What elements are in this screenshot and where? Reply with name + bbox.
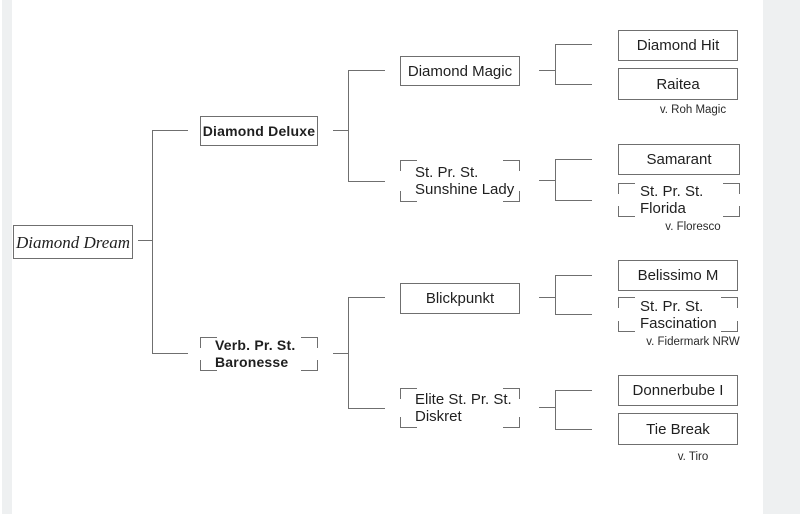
bracket-corner-icon bbox=[200, 360, 217, 371]
bracket-corner-icon bbox=[503, 160, 520, 171]
pedigree-node-diskret: Elite St. Pr. St. Diskret bbox=[400, 388, 520, 428]
bracket-corner-icon bbox=[721, 297, 738, 308]
pedigree-node-belissimo-m: Belissimo M bbox=[618, 260, 738, 291]
bracket-corner-icon bbox=[301, 337, 318, 348]
node-label: Samarant bbox=[646, 151, 712, 168]
node-label: Elite St. Pr. St. Diskret bbox=[415, 391, 512, 425]
node-label: Diamond Hit bbox=[636, 37, 720, 54]
node-label: Donnerbube I bbox=[632, 382, 724, 399]
connector-bracket bbox=[348, 70, 385, 182]
bracket-corner-icon bbox=[618, 297, 635, 308]
pedigree-node-sunshine-lady: St. Pr. St. Sunshine Lady bbox=[400, 160, 520, 202]
pedigree-node-fascination: St. Pr. St. Fascination bbox=[618, 297, 738, 332]
pedigree-node-florida: St. Pr. St. Florida bbox=[618, 183, 740, 217]
connector-line bbox=[539, 70, 555, 71]
bracket-corner-icon bbox=[618, 183, 635, 194]
bracket-corner-icon bbox=[503, 388, 520, 399]
connector-line bbox=[333, 353, 348, 354]
bracket-corner-icon bbox=[721, 321, 738, 332]
pedigree-node-diamond-hit: Diamond Hit bbox=[618, 30, 738, 61]
connector-line bbox=[539, 180, 555, 181]
bracket-corner-icon bbox=[400, 160, 417, 171]
node-label: Diamond Deluxe bbox=[202, 122, 316, 139]
connector-line bbox=[539, 407, 555, 408]
bracket-corner-icon bbox=[723, 183, 740, 194]
pedigree-node-diamond-magic: Diamond Magic bbox=[400, 56, 520, 86]
node-label: Belissimo M bbox=[637, 267, 719, 284]
sire-note-fascination: v. Fidermark NRW bbox=[646, 336, 740, 348]
node-label: St. Pr. St. Fascination bbox=[640, 297, 717, 332]
pedigree-node-tie-break: Tie Break bbox=[618, 413, 738, 445]
connector-bracket bbox=[152, 130, 188, 354]
bracket-corner-icon bbox=[618, 206, 635, 217]
node-label: Tie Break bbox=[646, 420, 710, 438]
connector-bracket bbox=[555, 44, 592, 85]
bracket-corner-icon bbox=[618, 321, 635, 332]
bracket-corner-icon bbox=[400, 388, 417, 399]
bracket-corner-icon bbox=[503, 417, 520, 428]
connector-bracket bbox=[555, 390, 592, 430]
node-label: St. Pr. St. Florida bbox=[640, 183, 704, 217]
bracket-corner-icon bbox=[400, 417, 417, 428]
pedigree-node-diamond-deluxe: Diamond Deluxe bbox=[200, 116, 318, 146]
connector-line bbox=[138, 240, 152, 241]
sire-note-raitea: v. Roh Magic bbox=[659, 104, 727, 116]
connector-line bbox=[333, 130, 348, 131]
bracket-corner-icon bbox=[503, 191, 520, 202]
pedigree-node-samarant: Samarant bbox=[618, 144, 740, 175]
right-page-margin bbox=[763, 0, 800, 514]
node-label: St. Pr. St. Sunshine Lady bbox=[415, 164, 515, 198]
node-label: Verb. Pr. St. Baronesse bbox=[215, 337, 296, 370]
node-label: Raitea bbox=[656, 75, 700, 93]
sire-note-tie-break: v. Tiro bbox=[677, 451, 709, 463]
node-label: Blickpunkt bbox=[425, 290, 495, 307]
bracket-corner-icon bbox=[723, 206, 740, 217]
bracket-corner-icon bbox=[400, 191, 417, 202]
connector-bracket bbox=[348, 297, 385, 409]
connector-bracket bbox=[555, 159, 592, 201]
pedigree-node-baronesse: Verb. Pr. St. Baronesse bbox=[200, 337, 318, 371]
pedigree-node-blickpunkt: Blickpunkt bbox=[400, 283, 520, 314]
bracket-corner-icon bbox=[200, 337, 217, 348]
node-label: Diamond Magic bbox=[407, 62, 513, 80]
pedigree-node-diamond-dream: Diamond Dream bbox=[13, 225, 133, 259]
connector-line bbox=[539, 297, 555, 298]
node-label: Diamond Dream bbox=[15, 232, 131, 252]
connector-bracket bbox=[555, 275, 592, 315]
bracket-corner-icon bbox=[301, 360, 318, 371]
pedigree-node-raitea: Raitea bbox=[618, 68, 738, 100]
sire-note-florida: v. Floresco bbox=[665, 221, 721, 233]
left-page-margin bbox=[2, 0, 12, 514]
pedigree-node-donnerbube: Donnerbube I bbox=[618, 375, 738, 406]
